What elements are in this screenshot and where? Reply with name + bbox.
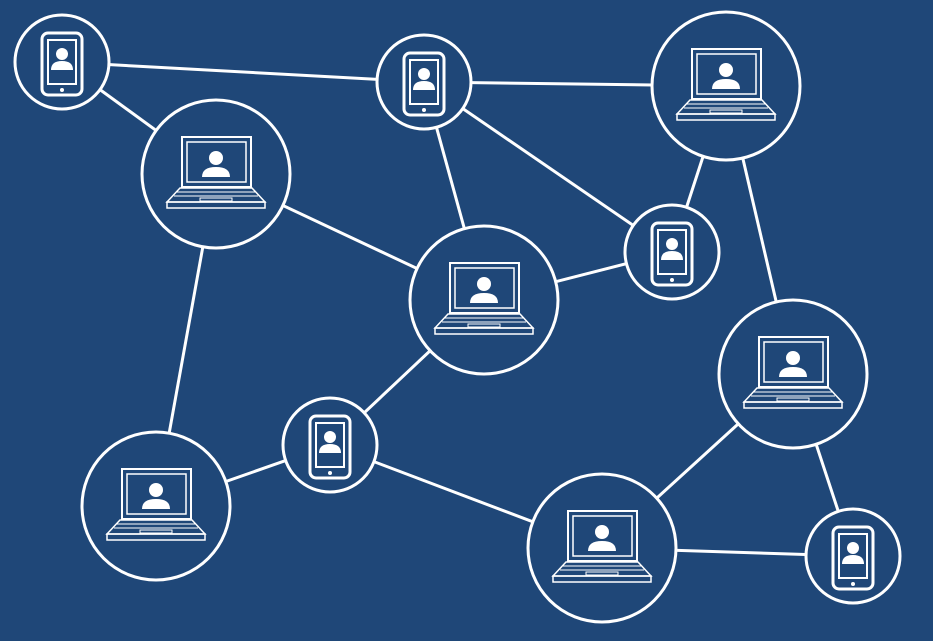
smartphone-user-icon (40, 31, 84, 97)
smartphone-user-icon (831, 525, 875, 591)
phone-node (13, 13, 111, 111)
phone-node (804, 507, 902, 605)
laptop-user-icon (433, 262, 535, 335)
phone-node (281, 396, 379, 494)
smartphone-user-icon (308, 414, 352, 480)
laptop-user-icon (742, 336, 844, 409)
smartphone-user-icon (402, 51, 446, 117)
phone-node (623, 203, 721, 301)
laptop-user-icon (165, 136, 267, 209)
smartphone-user-icon (650, 221, 694, 287)
laptop-user-icon (105, 468, 207, 541)
phone-node (375, 33, 473, 131)
laptop-node (526, 472, 678, 624)
laptop-node (717, 298, 869, 450)
connection-line (61, 60, 425, 84)
laptop-user-icon (675, 48, 777, 121)
devices (13, 10, 902, 624)
connection-line (423, 80, 673, 254)
laptop-user-icon (551, 510, 653, 583)
laptop-node (650, 10, 802, 162)
laptop-node (408, 224, 560, 376)
laptop-node (140, 98, 292, 250)
laptop-node (80, 430, 232, 582)
